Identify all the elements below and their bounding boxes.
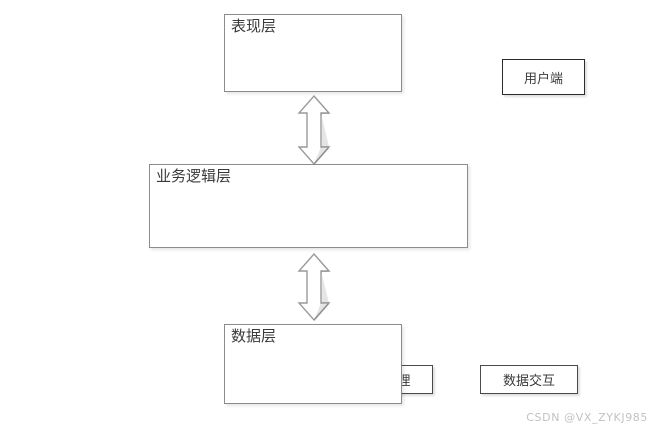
connector-arrow-business-data bbox=[296, 252, 332, 322]
double-arrow-vertical-icon bbox=[297, 94, 331, 166]
layer-label-business: 业务逻辑层 bbox=[156, 169, 232, 185]
connector-arrow-presentation-business bbox=[296, 94, 332, 166]
node-box-client: 用户端 bbox=[502, 59, 585, 95]
node-label-client: 用户端 bbox=[523, 70, 563, 86]
layer-box-business: 业务逻辑层 数据处理 数据交互 bbox=[149, 164, 578, 394]
double-arrow-vertical-icon bbox=[297, 252, 331, 322]
layer-label-data: 数据层 bbox=[231, 329, 277, 345]
layer-box-data: 数据层 Mysql bbox=[224, 324, 402, 404]
watermark-text: CSDN @VX_ZYKJ985 bbox=[526, 411, 648, 424]
node-label-data-interact: 数据交互 bbox=[502, 373, 555, 388]
node-box-data-interact: 数据交互 bbox=[480, 365, 578, 394]
layer-label-presentation: 表现层 bbox=[231, 19, 277, 35]
layer-box-presentation: 表现层 用户端 bbox=[224, 14, 585, 95]
